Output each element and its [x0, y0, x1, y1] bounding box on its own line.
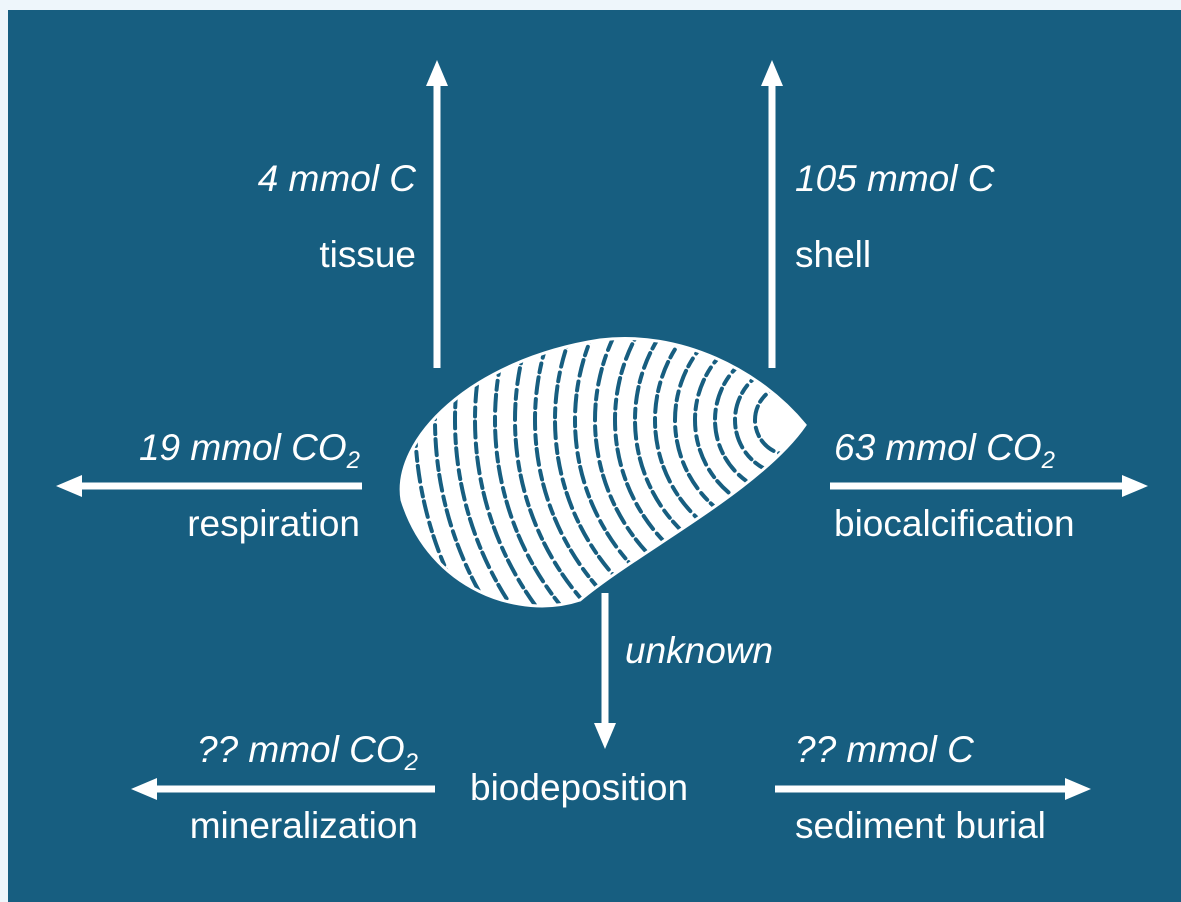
biocalcification-arrowhead [1122, 475, 1148, 497]
biodeposition-label: biodeposition [470, 767, 688, 809]
sediment-burial-label: sediment burial [795, 805, 1046, 847]
shell-label: shell [795, 234, 871, 276]
biocalcification-subscript: 2 [1042, 447, 1055, 474]
respiration-subscript: 2 [347, 447, 360, 474]
tissue-label: tissue [319, 234, 416, 276]
biocalcification-label: biocalcification [834, 503, 1075, 545]
mineralization-arrowhead [131, 778, 157, 800]
biodeposition-amount: unknown [625, 630, 773, 672]
mineralization-subscript: 2 [405, 749, 418, 776]
mussel-shell-icon [401, 45, 1165, 795]
shell-arrowhead [761, 60, 783, 86]
biodeposition-arrowhead [594, 723, 616, 749]
tissue-amount: 4 mmol C [258, 158, 416, 200]
tissue-arrowhead [426, 60, 448, 86]
respiration-amount: 19 mmol CO2 [139, 427, 360, 469]
sediment-burial-arrowhead [1065, 778, 1091, 800]
sediment-burial-amount: ?? mmol C [795, 729, 974, 771]
respiration-label: respiration [187, 503, 360, 545]
respiration-arrowhead [56, 475, 82, 497]
biocalcification-amount: 63 mmol CO2 [834, 427, 1055, 469]
shell-amount: 105 mmol C [795, 158, 994, 200]
mineralization-label: mineralization [190, 805, 418, 847]
mineralization-amount: ?? mmol CO2 [197, 729, 418, 771]
